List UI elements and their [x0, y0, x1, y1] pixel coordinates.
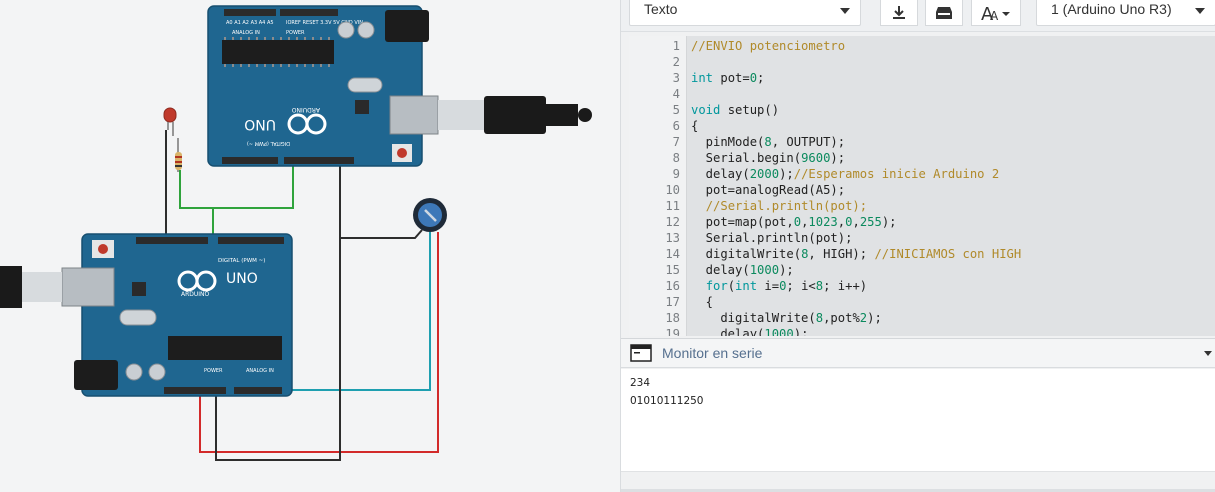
wire-green-signal[interactable]: [212, 160, 294, 240]
line-number: 15: [665, 263, 680, 277]
serial-monitor-scrollbar[interactable]: [621, 489, 1215, 492]
wire-red-5v[interactable]: [199, 232, 439, 453]
line-number: 12: [665, 215, 680, 229]
line-number: 13: [665, 231, 680, 245]
svg-text:ARDUINO: ARDUINO: [181, 291, 210, 298]
serial-monitor-footer: [621, 471, 1215, 492]
line-number: 9: [672, 167, 680, 181]
wire-black-gnd[interactable]: [215, 238, 341, 461]
code-line: void setup(): [691, 103, 780, 117]
led-red[interactable]: [163, 107, 177, 136]
code-mode-value: Texto: [644, 1, 678, 17]
svg-text:POWER: POWER: [286, 30, 305, 36]
line-number: 17: [665, 295, 680, 309]
serial-monitor-icon: [630, 344, 652, 362]
code-line: int pot=0;: [691, 71, 765, 85]
arduino-logo-icon: [177, 270, 217, 292]
arduino-board-top[interactable]: A0 A1 A2 A3 A4 A5 IOREF RESET 3.3V 5V GN…: [207, 5, 592, 167]
line-number: 16: [665, 279, 680, 293]
serial-monitor-title: Monitor en serie: [662, 345, 763, 361]
line-number: 7: [672, 135, 680, 149]
svg-text:ANALOG IN: ANALOG IN: [246, 368, 274, 374]
code-line: Serial.println(pot);: [691, 231, 853, 245]
line-number: 2: [672, 55, 680, 69]
chevron-down-icon: [840, 8, 850, 14]
serial-output-line: 01010111250: [630, 395, 704, 407]
wire-blue-analog[interactable]: [278, 232, 431, 391]
board-select-value: 1 (Arduino Uno R3): [1051, 1, 1172, 17]
line-number: 18: [665, 311, 680, 325]
serial-monitor-header[interactable]: Monitor en serie: [621, 338, 1215, 368]
svg-text:DIGITAL (PWM ~): DIGITAL (PWM ~): [247, 140, 290, 146]
code-line: delay(1000);: [691, 263, 794, 277]
code-line: {: [691, 119, 699, 133]
line-number: 14: [665, 247, 680, 261]
code-line: digitalWrite(8, HIGH); //INICIAMOS con H…: [691, 247, 1022, 261]
code-line: pinMode(8, OUTPUT);: [691, 135, 846, 149]
download-icon: [893, 5, 905, 19]
code-line: digitalWrite(8,pot%2);: [691, 311, 882, 325]
code-line: pot=map(pot,0,1023,0,255);: [691, 215, 897, 229]
code-line: //ENVIO potenciometro: [691, 39, 846, 53]
code-toolbar: Texto A A: [621, 0, 1215, 32]
code-line: pot=analogRead(A5);: [691, 183, 846, 197]
svg-text:ANALOG IN: ANALOG IN: [232, 30, 260, 36]
svg-text:A: A: [990, 9, 999, 22]
resistor[interactable]: [175, 138, 182, 172]
serial-output-line: 234: [630, 377, 651, 389]
potentiometer[interactable]: [413, 198, 447, 232]
svg-text:UNO: UNO: [226, 271, 258, 287]
line-number: 10: [665, 183, 680, 197]
font-size-button[interactable]: A A: [971, 0, 1021, 26]
font-size-icon: A A: [981, 4, 1010, 22]
chevron-down-icon[interactable]: [1204, 351, 1212, 356]
svg-text:DIGITAL (PWM ~): DIGITAL (PWM ~): [218, 258, 265, 264]
arduino-board-bottom[interactable]: DIGITAL (PWM ~) UNO ARDUINO: [0, 233, 293, 397]
line-number: 6: [672, 119, 680, 133]
svg-text:ARDUINO: ARDUINO: [291, 106, 320, 113]
serial-monitor-output: 234 01010111250: [621, 369, 1215, 471]
line-number: 11: [665, 199, 680, 213]
circuit-canvas[interactable]: A0 A1 A2 A3 A4 A5 IOREF RESET 3.3V 5V GN…: [0, 0, 620, 492]
code-line: {: [691, 295, 714, 309]
svg-text:A: A: [981, 4, 994, 22]
line-number: 5: [672, 103, 680, 117]
code-line: //Serial.println(pot);: [705, 199, 868, 213]
code-mode-select[interactable]: Texto: [629, 0, 861, 26]
arduino-logo-icon: [287, 113, 327, 135]
line-number: 1: [672, 39, 680, 53]
svg-text:UNO: UNO: [244, 116, 276, 132]
wire-black-pot[interactable]: [339, 160, 423, 239]
library-box-icon: [936, 6, 952, 19]
svg-text:POWER: POWER: [204, 368, 223, 374]
line-number: 3: [672, 71, 680, 85]
line-number: 19: [665, 327, 680, 336]
line-number: 4: [672, 87, 680, 101]
board-select[interactable]: 1 (Arduino Uno R3): [1036, 0, 1215, 26]
svg-text:IOREF RESET 3.3V 5V GND VIN: IOREF RESET 3.3V 5V GND VIN: [286, 20, 363, 26]
code-panel: Texto A A: [620, 0, 1215, 492]
code-line: for(int i=0; i<8; i++): [705, 279, 868, 293]
libraries-button[interactable]: [925, 0, 963, 26]
code-line: delay(1000);: [691, 327, 809, 336]
chevron-down-icon: [1195, 8, 1205, 14]
line-number: 8: [672, 151, 680, 165]
download-button[interactable]: [880, 0, 918, 26]
code-line: delay(2000);//Esperamos inicie Arduino 2: [691, 167, 1000, 181]
svg-text:A0 A1 A2 A3 A4 A5: A0 A1 A2 A3 A4 A5: [226, 20, 274, 26]
code-line: Serial.begin(9600);: [691, 151, 846, 165]
wire-green-led[interactable]: [179, 170, 213, 209]
